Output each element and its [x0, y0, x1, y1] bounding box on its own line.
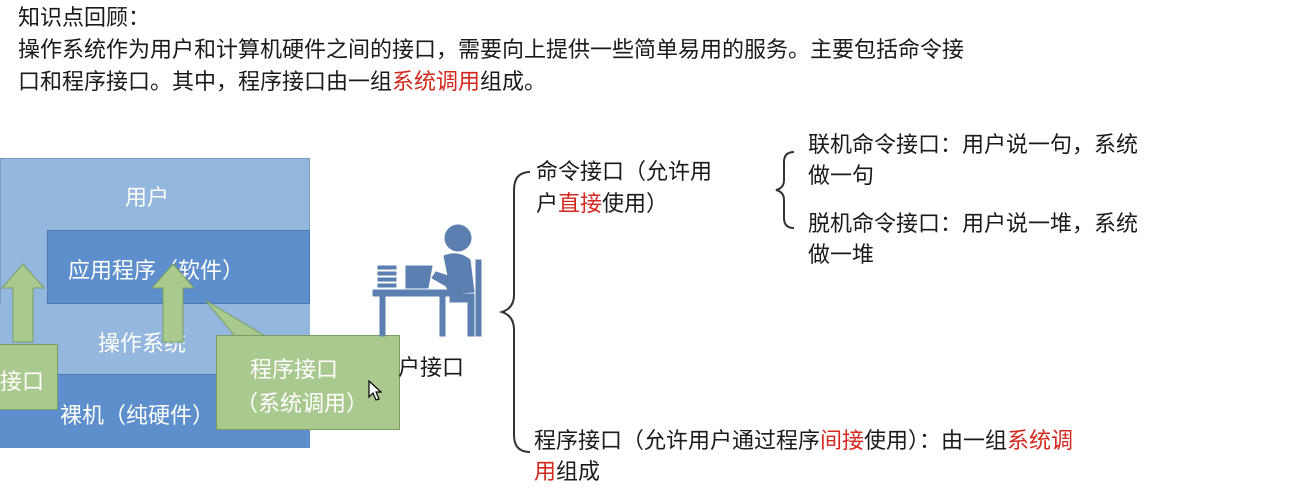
- user-interface-label: 户接口: [398, 356, 465, 381]
- intro-text-end: 组成。: [480, 70, 547, 95]
- command-interface-label-line2: 户直接使用）: [536, 190, 668, 220]
- command-text: 户: [536, 192, 559, 217]
- highlight-system-call: 系统调用: [392, 70, 481, 95]
- layer-application-label: 应用程序（软件）: [68, 259, 245, 284]
- program-text-end: 组成: [556, 460, 601, 485]
- highlight-indirect: 间接: [820, 429, 865, 454]
- program-text: 程序接口（允许用户通过程序: [534, 429, 821, 454]
- command-interface-callout-label: 接口: [0, 370, 45, 395]
- command-interface-label-line1: 命令接口（允许用: [536, 160, 713, 185]
- command-text-end: 使用）: [602, 192, 669, 217]
- mouse-cursor-icon: [368, 380, 382, 401]
- up-arrow-icon: [150, 263, 196, 343]
- intro-paragraph-line-2: 口和程序接口。其中，程序接口由一组系统调用组成。: [18, 68, 546, 98]
- offline-command-line1: 脱机命令接口：用户说一堆，系统: [808, 212, 1139, 237]
- section-title: 知识点回顾：: [18, 6, 151, 31]
- up-arrow-icon: [0, 263, 46, 343]
- user-at-computer-icon: [372, 224, 482, 337]
- online-command-line2: 做一句: [808, 164, 875, 189]
- highlight-direct: 直接: [558, 192, 603, 217]
- layer-user-label: 用户: [125, 186, 170, 211]
- small-brace: [775, 151, 795, 229]
- program-text-mid: 使用）：由一组: [864, 429, 1008, 454]
- highlight-system-call-3: 用: [534, 460, 557, 485]
- big-brace: [498, 171, 531, 453]
- layer-hardware-label: 裸机（纯硬件）: [60, 404, 215, 429]
- intro-paragraph-line-1: 操作系统作为用户和计算机硬件之间的接口，需要向上提供一些简单易用的服务。主要包括…: [18, 38, 965, 63]
- offline-command-line2: 做一堆: [808, 243, 875, 268]
- highlight-system-call-2: 系统调: [1007, 429, 1074, 454]
- command-interface-callout: [0, 344, 58, 410]
- program-interface-callout-line2: （系统调用）: [236, 392, 369, 417]
- program-interface-line2: 用组成: [534, 458, 600, 488]
- online-command-line1: 联机命令接口：用户说一句，系统: [808, 133, 1139, 158]
- program-interface-callout-line1: 程序接口: [250, 358, 339, 383]
- program-interface-line1: 程序接口（允许用户通过程序间接使用）：由一组系统调: [534, 427, 1073, 457]
- intro-text: 口和程序接口。其中，程序接口由一组: [18, 70, 393, 95]
